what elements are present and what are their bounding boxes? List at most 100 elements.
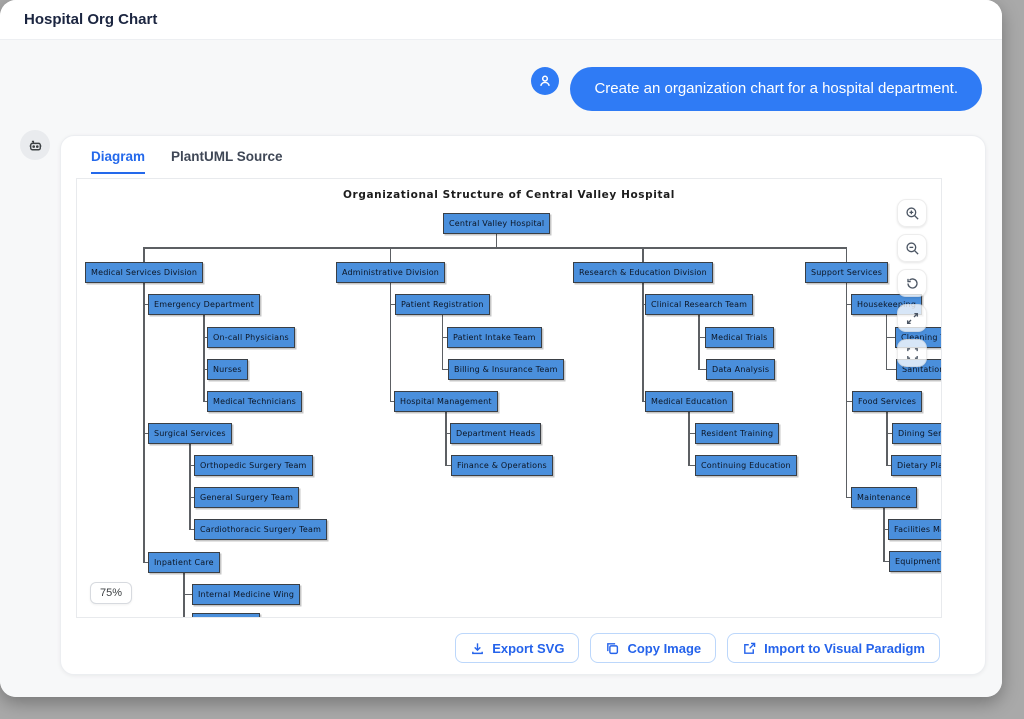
org-node: Medical Services Division <box>85 262 204 283</box>
org-node: Medical Trials <box>705 327 774 348</box>
user-avatar <box>531 67 560 95</box>
content-area: Create an organization chart for a hospi… <box>0 40 1002 697</box>
zoom-in-button[interactable] <box>897 199 927 227</box>
zoom-in-icon <box>905 206 919 220</box>
org-node: Medical Education <box>645 391 734 412</box>
org-node: Patient Intake Team <box>447 327 542 348</box>
org-connector <box>699 336 705 339</box>
org-node: Cardiothoracic Surgery Team <box>194 519 328 540</box>
page-title: Hospital Org Chart <box>24 11 158 28</box>
org-node: Emergency Department <box>148 294 261 315</box>
org-node: Surgical Services <box>148 423 232 444</box>
org-connector <box>689 464 695 467</box>
org-connector <box>203 315 205 402</box>
org-node: Orthopedic Surgery Team <box>194 455 313 476</box>
org-connector <box>886 336 895 339</box>
import-visual-paradigm-label: Import to Visual Paradigm <box>764 640 925 656</box>
org-connector <box>642 247 644 262</box>
org-node: Data Analysis <box>706 359 776 380</box>
zoom-controls <box>897 199 927 367</box>
diagram-card: Diagram PlantUML Source Organizational S… <box>60 135 986 675</box>
import-visual-paradigm-button[interactable]: Import to Visual Paradigm <box>727 633 940 663</box>
org-connector <box>441 315 444 370</box>
org-connector <box>204 368 207 371</box>
tab-diagram[interactable]: Diagram <box>91 149 146 174</box>
org-node <box>192 613 260 617</box>
org-connector <box>446 464 451 467</box>
reset-view-button[interactable] <box>897 269 927 297</box>
org-node: Dietary Planning <box>891 455 941 476</box>
org-connector <box>884 560 889 563</box>
org-connector <box>886 368 896 371</box>
org-node: Department Heads <box>450 423 542 444</box>
org-connector <box>183 573 185 617</box>
org-connector <box>184 593 192 596</box>
org-connector <box>190 528 194 531</box>
org-connector <box>143 283 145 563</box>
org-node: Clinical Research Team <box>645 294 754 315</box>
org-connector <box>887 432 892 435</box>
person-icon <box>540 75 551 87</box>
zoom-out-icon <box>905 241 919 255</box>
export-svg-label: Export SVG <box>492 640 565 656</box>
reset-icon <box>906 277 918 289</box>
tab-plantuml-source[interactable]: PlantUML Source <box>171 149 283 164</box>
export-svg-button[interactable]: Export SVG <box>455 633 580 663</box>
zoom-out-button[interactable] <box>897 234 927 262</box>
org-node: Inpatient Care <box>148 552 220 573</box>
org-node: Food Services <box>852 391 923 412</box>
org-node: Patient Registration <box>395 294 490 315</box>
fit-view-icon <box>906 347 918 359</box>
org-connector <box>204 336 207 339</box>
tab-bar: Diagram PlantUML Source <box>91 149 283 174</box>
org-node: Support Services <box>805 262 889 283</box>
org-connector <box>642 283 644 402</box>
fit-view-button[interactable] <box>897 339 927 367</box>
org-node: Continuing Education <box>695 455 797 476</box>
org-connector <box>144 303 148 306</box>
org-connector <box>688 412 690 466</box>
copy-image-button[interactable]: Copy Image <box>590 633 717 663</box>
org-connector <box>886 412 888 466</box>
org-node: Internal Medicine Wing <box>192 584 301 605</box>
org-connector <box>390 303 395 306</box>
org-node: Facilities Management <box>888 519 941 540</box>
org-connector <box>442 368 448 371</box>
diagram-canvas[interactable]: Organizational Structure of Central Vall… <box>76 178 942 618</box>
org-node: Resident Training <box>695 423 780 444</box>
copy-image-label: Copy Image <box>627 640 702 656</box>
org-connector <box>389 283 392 402</box>
org-connector <box>446 432 450 435</box>
org-connector <box>845 247 848 262</box>
org-connector <box>883 508 885 562</box>
download-icon <box>472 642 484 654</box>
org-connector <box>389 247 392 262</box>
org-connector <box>390 400 394 403</box>
org-connector <box>643 303 645 306</box>
org-node: Medical Technicians <box>207 391 302 412</box>
expand-icon <box>906 312 918 324</box>
zoom-level-badge: 75% <box>90 582 133 604</box>
org-connector <box>190 496 194 499</box>
org-node: General Surgery Team <box>194 487 300 508</box>
org-connector <box>846 496 851 499</box>
org-node: Administrative Division <box>336 262 446 283</box>
org-node: Nurses <box>207 359 248 380</box>
org-connector <box>144 432 148 435</box>
org-connector <box>887 464 891 467</box>
expand-button[interactable] <box>897 304 927 332</box>
org-node: Equipment Repair <box>889 551 941 572</box>
org-connector <box>698 315 700 370</box>
copy-icon <box>607 642 619 654</box>
org-connector <box>189 444 191 530</box>
org-connector <box>846 303 851 306</box>
org-connector <box>445 412 447 466</box>
org-node: Finance & Operations <box>451 455 553 476</box>
org-node: Dining Services <box>892 423 941 444</box>
titlebar: Hospital Org Chart <box>0 0 1002 40</box>
org-connector <box>643 400 645 403</box>
user-message-bubble: Create an organization chart for a hospi… <box>570 67 982 111</box>
org-node: Research & Education Division <box>573 262 713 283</box>
org-connector <box>190 464 194 467</box>
org-node: Hospital Management <box>394 391 498 412</box>
